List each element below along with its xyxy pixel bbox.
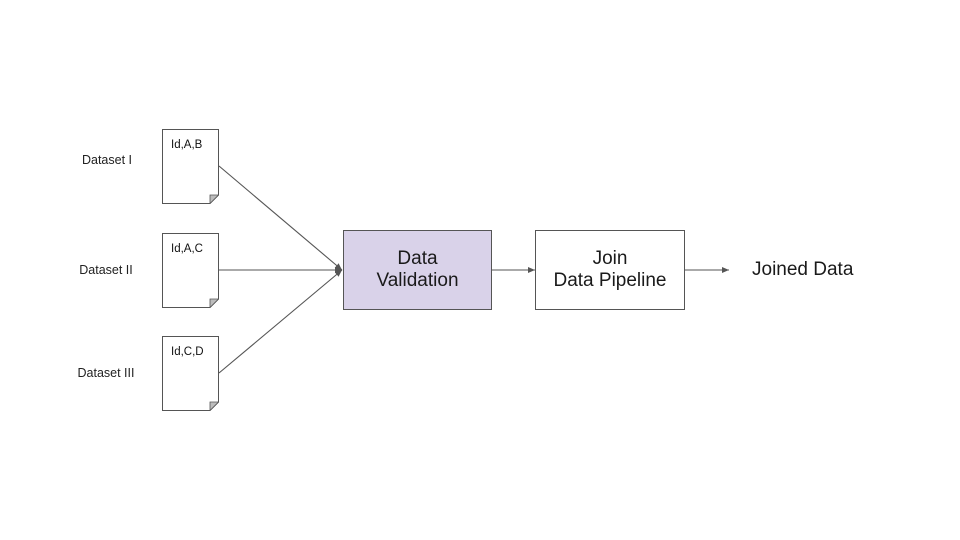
dataset-columns-2: Id,A,C: [171, 243, 203, 255]
connector-dataset-1-to-validation: [218, 165, 343, 271]
data-validation-line-2: Validation: [376, 270, 459, 291]
connector-dataset-3-to-validation: [218, 269, 343, 374]
join-pipeline-box: Join Data Pipeline: [535, 230, 685, 310]
dataset-columns-3: Id,C,D: [171, 346, 204, 358]
dataset-columns-1: Id,A,B: [171, 139, 203, 151]
document-icon: [162, 233, 219, 308]
dataset-label-2: Dataset II: [79, 263, 133, 277]
document-icon: [162, 129, 219, 204]
data-validation-box: Data Validation: [343, 230, 492, 310]
joined-data-label: Joined Data: [752, 259, 854, 280]
dataset-document-1: Id,A,B: [162, 129, 219, 204]
join-pipeline-line-2: Data Pipeline: [553, 270, 667, 291]
dataset-label-1: Dataset I: [81, 153, 133, 167]
join-pipeline-line-1: Join: [592, 248, 628, 269]
dataset-document-3: Id,C,D: [162, 336, 219, 411]
data-validation-line-1: Data: [397, 248, 438, 269]
document-icon: [162, 336, 219, 411]
dataset-label-3: Dataset III: [77, 366, 135, 380]
dataset-document-2: Id,A,C: [162, 233, 219, 308]
